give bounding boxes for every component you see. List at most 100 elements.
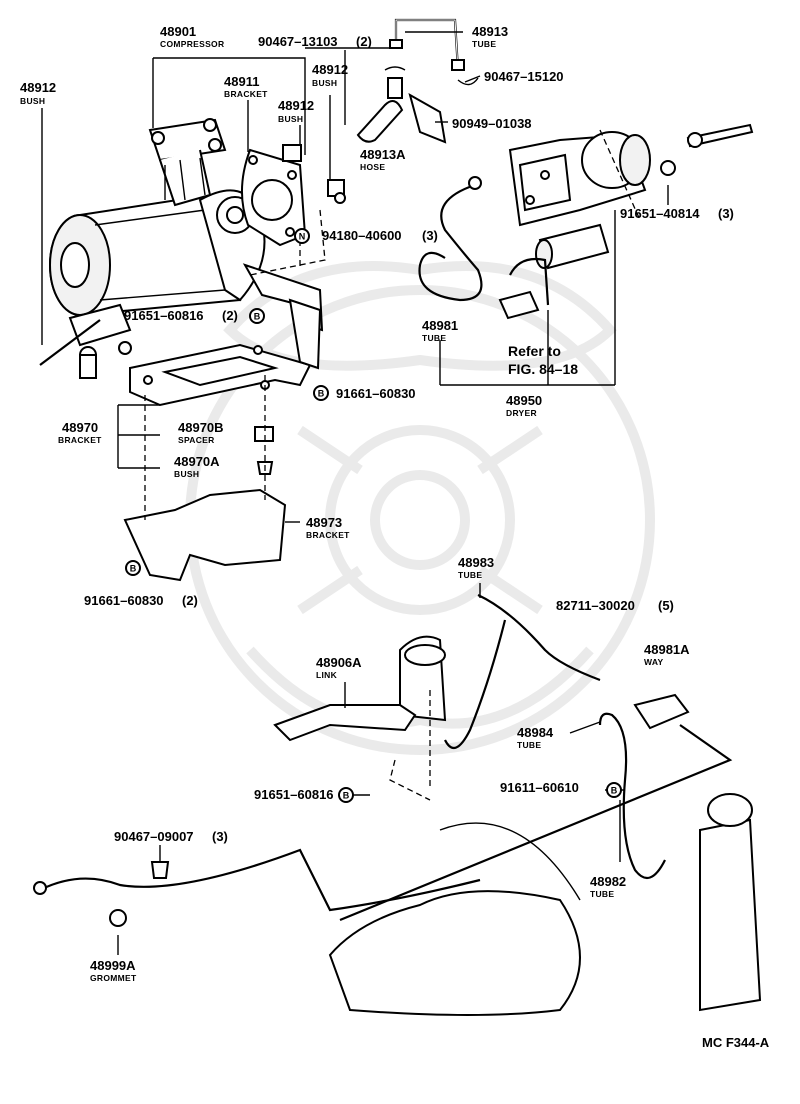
part-quantity: (3) — [718, 206, 734, 221]
tube-48982-illustration — [339, 724, 733, 922]
callout-91661-60830-lower: B 91661–60830 (2) — [84, 560, 198, 608]
bracket-48911-illustration — [240, 144, 346, 247]
part-name: COMPRESSOR — [160, 39, 224, 49]
callout-82711-30020: 82711–30020 (5) — [556, 598, 674, 613]
callout-48981: 48981 TUBE — [422, 318, 458, 343]
callout-48912-middle: 48912 BUSH — [278, 98, 314, 124]
callout-48970: 48970 BRACKET — [58, 420, 102, 445]
part-number: 48901 — [160, 24, 196, 39]
callout-48984: 48984 TUBE — [517, 725, 554, 750]
callout-90949-01038: 90949–01038 — [452, 116, 532, 131]
part-number: 91651–40814 — [620, 206, 700, 221]
watermark-emblem — [185, 261, 655, 755]
nut-marker-icon — [294, 228, 310, 244]
part-number: 82711–30020 — [556, 598, 635, 613]
bolt-marker-icon — [249, 308, 265, 324]
part-number: 48981 — [422, 318, 458, 333]
callout-48970b: 48970B SPACER — [178, 420, 224, 445]
dashed-assembly-lines — [144, 129, 641, 801]
part-number: 48950 — [506, 393, 542, 408]
callout-90467-15120: 90467–15120 — [484, 69, 564, 84]
part-name: BRACKET — [58, 435, 102, 445]
part-number: 48913A — [360, 147, 406, 162]
part-number: 90467–09007 — [114, 829, 194, 844]
callout-90467-09007: 90467–09007 (3) — [114, 829, 228, 844]
marker-letter: B — [254, 312, 261, 322]
part-number: 48913 — [472, 24, 508, 39]
part-number: 48911 — [224, 74, 259, 89]
part-quantity: (2) — [356, 34, 372, 49]
mounting-plate-illustration — [129, 263, 324, 407]
part-number: 91661–60830 — [336, 386, 416, 401]
part-number: 48983 — [458, 555, 494, 570]
part-number: 91651–60816 — [124, 308, 204, 323]
callout-48950: 48950 DRYER — [506, 393, 542, 418]
part-name: TUBE — [590, 889, 614, 899]
long-tube-illustration — [39, 848, 481, 912]
part-number: 48982 — [590, 874, 626, 889]
marker-letter: B — [318, 389, 325, 399]
callout-48981a: 48981A WAY — [644, 642, 690, 667]
callout-90467-13103: 90467–13103 (2) — [258, 34, 372, 49]
part-number: 48970 — [62, 420, 98, 435]
part-number: 94180–40600 — [322, 228, 402, 243]
marker-letter: B — [130, 564, 137, 574]
part-number: 48981A — [644, 642, 690, 657]
part-number: 48999A — [90, 958, 136, 973]
marker-letter: B — [343, 791, 350, 801]
marker-letter: B — [611, 786, 618, 796]
part-name: BUSH — [312, 78, 337, 88]
tube-48983-illustration — [444, 594, 601, 750]
bolt-marker-icon — [313, 385, 329, 401]
reference-line-1: Refer to — [508, 343, 561, 359]
part-name: TUBE — [458, 570, 482, 580]
callout-48913: 48913 TUBE — [472, 24, 508, 49]
part-name: BUSH — [278, 114, 303, 124]
part-number: 90467–15120 — [484, 69, 564, 84]
callout-94180-40600: N 94180–40600 (3) — [294, 228, 438, 244]
part-name: BRACKET — [306, 530, 350, 540]
part-number: 48906A — [316, 655, 362, 670]
part-name: WAY — [644, 657, 664, 667]
part-name: TUBE — [472, 39, 496, 49]
part-number: 91651–60816 — [254, 787, 334, 802]
part-name: HOSE — [360, 162, 385, 172]
part-number: 48984 — [517, 725, 554, 740]
leader-lines — [41, 31, 669, 955]
part-name: TUBE — [422, 333, 446, 343]
way-48981a-illustration — [633, 693, 690, 730]
callout-48913a: 48913A HOSE — [360, 147, 406, 172]
spacer-illustration — [254, 426, 274, 442]
tube-48984-illustration — [598, 712, 666, 880]
diagram-code: MC F344-A — [702, 1035, 770, 1050]
part-number: 48970A — [174, 454, 220, 469]
bracket-48973-illustration — [123, 488, 287, 582]
part-quantity: (2) — [222, 308, 238, 323]
part-name: BUSH — [20, 96, 45, 106]
part-name: BRACKET — [224, 89, 268, 99]
part-name: TUBE — [517, 740, 541, 750]
part-quantity: (3) — [422, 228, 438, 243]
part-name: GROMMET — [90, 973, 137, 983]
link-48906a-illustration — [273, 704, 417, 742]
callout-48970a: 48970A BUSH — [174, 454, 220, 479]
callout-91661-60830-upper: B 91661–60830 — [313, 385, 416, 401]
part-name: BUSH — [174, 469, 199, 479]
callout-91651-40814: 91651–40814 (3) — [620, 206, 734, 221]
callout-48901: 48901 COMPRESSOR — [160, 24, 224, 49]
part-quantity: (3) — [212, 829, 228, 844]
part-number: 48912 — [312, 62, 348, 77]
dryer-48950-illustration — [498, 123, 754, 320]
part-number: 90467–13103 — [258, 34, 338, 49]
clamp-illustration — [150, 861, 170, 879]
part-name: DRYER — [506, 408, 537, 418]
grommet-illustration — [109, 909, 127, 927]
callout-48999a: 48999A GROMMET — [90, 958, 137, 983]
part-number: 48970B — [178, 420, 224, 435]
callout-48973: 48973 BRACKET — [306, 515, 350, 540]
reference-line-2: FIG. 84–18 — [508, 361, 578, 377]
compressor-illustration — [39, 118, 266, 379]
callout-91651-60816-lower: 91651–60816 B — [254, 787, 354, 803]
callout-48983: 48983 TUBE — [458, 555, 494, 580]
bolt-marker-icon — [125, 560, 141, 576]
